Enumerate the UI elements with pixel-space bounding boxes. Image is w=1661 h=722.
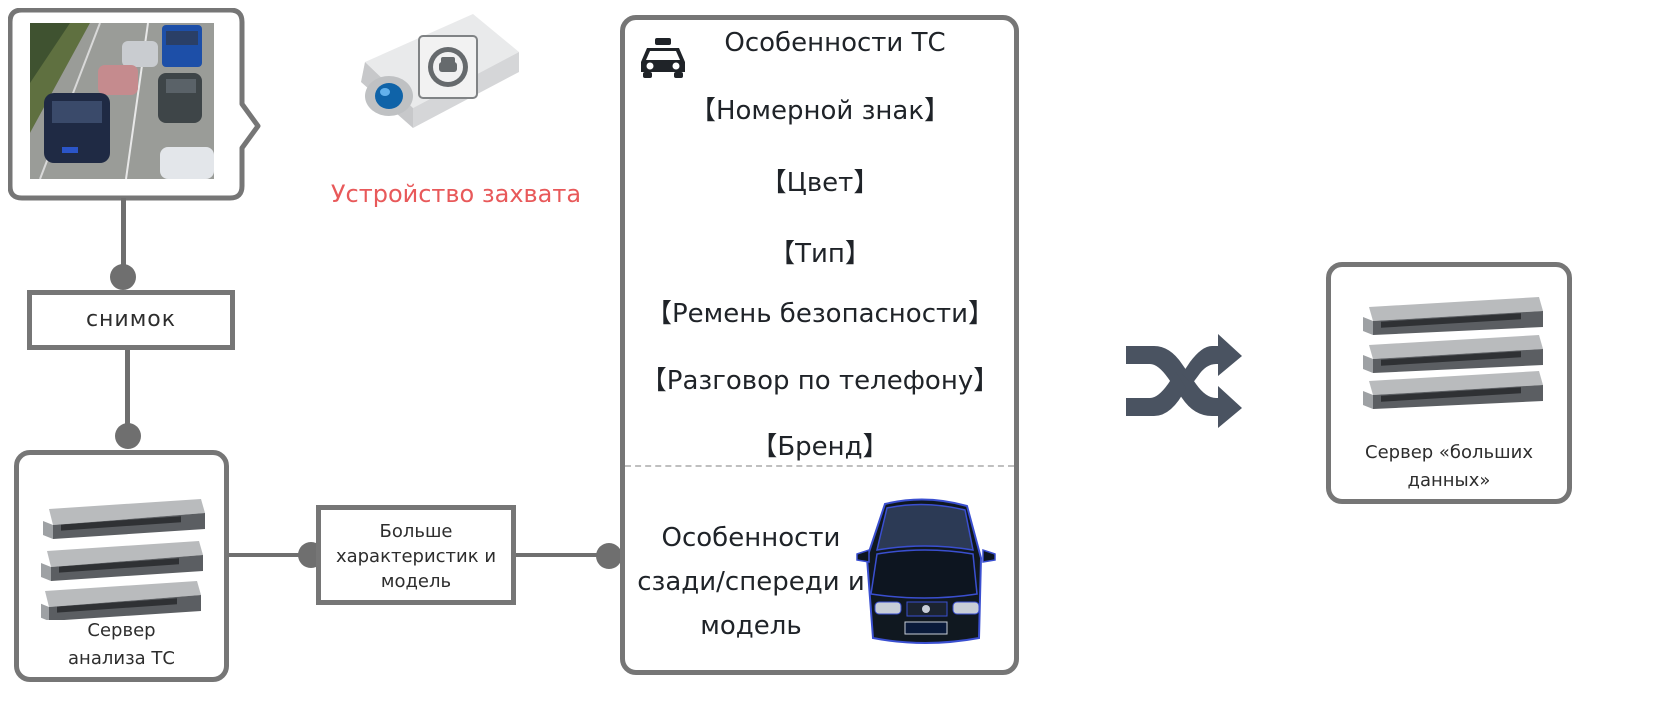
- link-line: модель: [380, 571, 452, 592]
- features-panel: Особенности ТС 【Номерной знак】 【Цвет】 【Т…: [620, 15, 1019, 675]
- panel-divider: [625, 465, 1014, 467]
- connector-line: [125, 350, 130, 436]
- snapshot-label: снимок: [85, 307, 177, 332]
- caption-line: модель: [700, 611, 802, 641]
- server-rack-icon: [1361, 293, 1551, 411]
- feature-item: 【Ремень безопасности】: [645, 299, 995, 329]
- connector-dot: [596, 543, 622, 569]
- analysis-server-box: Сервер анализа ТС: [14, 450, 229, 682]
- snapshot-callout: [8, 8, 262, 204]
- link-line: Больше: [379, 521, 453, 542]
- analysis-server-caption: Сервер анализа ТС: [19, 617, 224, 673]
- link-line: характеристик и: [335, 546, 497, 567]
- feature-item: 【Разговор по телефону】: [640, 366, 1000, 396]
- caption-line: Особенности: [661, 523, 841, 553]
- link-box: Больше характеристик и модель: [316, 505, 516, 605]
- taxi-car-icon: [639, 38, 687, 78]
- connector-dot: [115, 423, 141, 449]
- feature-item: 【Тип】: [769, 239, 871, 269]
- connector-line: [229, 553, 319, 557]
- feature-item: 【Бренд】: [751, 432, 889, 462]
- snapshot-label-box: снимок: [27, 290, 235, 350]
- caption-line: данных»: [1407, 470, 1491, 491]
- shuffle-arrows-icon: [1120, 332, 1244, 428]
- caption-line: анализа ТС: [68, 648, 175, 669]
- server-rack-icon: [41, 495, 211, 620]
- traffic-photo: [30, 23, 214, 179]
- capture-device-label: Устройство захвата: [330, 180, 582, 208]
- security-camera-icon: [355, 12, 525, 132]
- connector-line: [516, 553, 608, 557]
- features-title: Особенности ТС: [724, 28, 946, 58]
- feature-item: 【Цвет】: [760, 168, 880, 198]
- caption-line: Сервер «больших: [1365, 442, 1533, 463]
- feature-item: 【Номерной знак】: [689, 96, 951, 126]
- car-front-image: [855, 498, 997, 646]
- rear-front-caption: Особенности сзади/спереди и модель: [631, 516, 871, 648]
- bigdata-server-caption: Сервер «больших данных»: [1331, 439, 1567, 495]
- link-box-text: Больше характеристик и модель: [321, 519, 511, 594]
- connector-line: [121, 198, 126, 276]
- caption-line: сзади/спереди и: [637, 567, 865, 597]
- bigdata-server-box: Сервер «больших данных»: [1326, 262, 1572, 504]
- connector-dot: [110, 264, 136, 290]
- caption-line: Сервер: [87, 620, 156, 641]
